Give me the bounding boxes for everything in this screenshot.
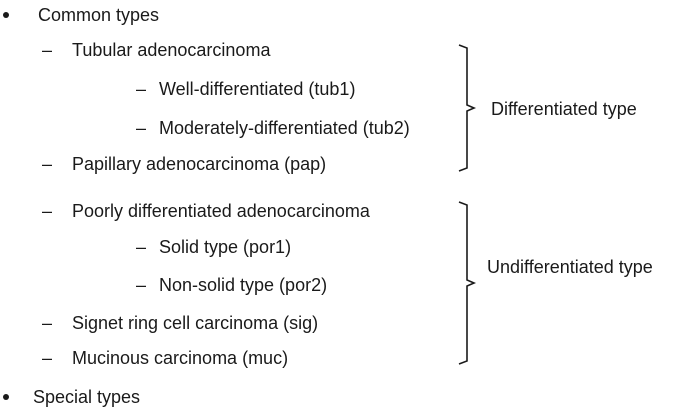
undifferentiated-bracket <box>458 201 477 365</box>
item-papillary-adenocarcinoma: Papillary adenocarcinoma (pap) <box>72 154 327 174</box>
dash-marker: – <box>42 313 53 333</box>
dash-marker: – <box>42 348 53 368</box>
item-well-differentiated: Well-differentiated (tub1) <box>159 79 356 99</box>
dash-marker: – <box>42 40 53 60</box>
bullet-dot-special <box>3 394 9 400</box>
dash-marker: – <box>136 275 147 295</box>
item-non-solid-type: Non-solid type (por2) <box>159 275 328 295</box>
common-types-heading: Common types <box>38 5 160 25</box>
item-moderately-differentiated: Moderately-differentiated (tub2) <box>159 118 410 138</box>
item-solid-type: Solid type (por1) <box>159 237 292 257</box>
differentiated-bracket <box>458 44 477 172</box>
dash-marker: – <box>136 79 147 99</box>
undifferentiated-type-label: Undifferentiated type <box>487 257 653 277</box>
dash-marker: – <box>42 201 53 221</box>
dash-marker: – <box>42 154 53 174</box>
item-signet-ring-cell: Signet ring cell carcinoma (sig) <box>72 313 319 333</box>
item-poorly-differentiated: Poorly differentiated adenocarcinoma <box>72 201 370 221</box>
differentiated-type-label: Differentiated type <box>491 99 637 119</box>
item-tubular-adenocarcinoma: Tubular adenocarcinoma <box>72 40 271 60</box>
special-types-heading: Special types <box>33 387 141 407</box>
dash-marker: – <box>136 118 147 138</box>
item-mucinous-carcinoma: Mucinous carcinoma (muc) <box>72 348 289 368</box>
dash-marker: – <box>136 237 147 257</box>
bullet-dot-common <box>3 12 9 18</box>
